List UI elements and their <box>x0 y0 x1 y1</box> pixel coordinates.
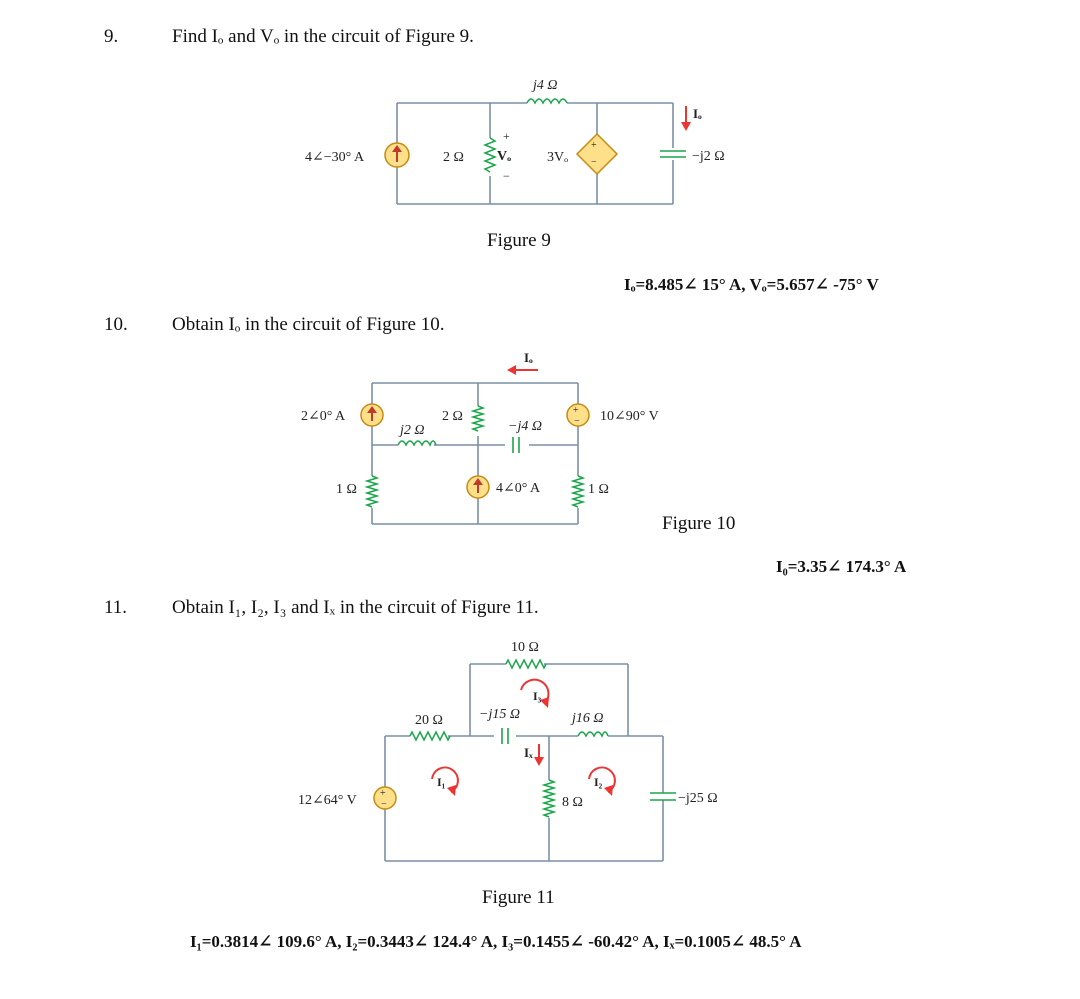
svg-text:+: + <box>380 788 386 799</box>
figure-10-caption: Figure 10 <box>662 513 736 534</box>
label-capacitor: −j2 Ω <box>692 149 725 164</box>
label-ix: Iₓ <box>524 745 533 760</box>
figure-9-caption: Figure 9 <box>487 230 551 251</box>
label-capacitor: −j4 Ω <box>508 419 542 434</box>
problem-question: Obtain Iₒ in the circuit of Figure 10. <box>172 314 445 335</box>
figure-11-caption: Figure 11 <box>482 887 555 908</box>
problem-10-answer: I₀=3.35∠ 174.3° A <box>776 557 907 576</box>
figure-10-circuit: + − <box>360 365 590 525</box>
svg-text:−: − <box>574 416 580 427</box>
label-cap25: −j25 Ω <box>678 791 718 806</box>
label-source1: 2∠0° A <box>301 409 346 424</box>
label-ind16: j16 Ω <box>570 711 604 726</box>
figure-10-labels: 2∠0° A j2 Ω 2 Ω 1 Ω Iₒ −j4 Ω 4∠0° A 10∠9… <box>301 350 659 497</box>
label-inductor: j2 Ω <box>398 423 425 438</box>
label-i2: I₂ <box>594 775 603 789</box>
label-r2: 1 Ω <box>336 482 357 497</box>
problem-number: 10. <box>104 314 128 335</box>
label-minus: − <box>503 169 510 183</box>
problem-number: 11. <box>104 597 128 618</box>
label-io: Iₒ <box>693 106 702 121</box>
label-i1: I₁ <box>437 775 446 789</box>
svg-text:+: + <box>591 140 597 151</box>
svg-text:−: − <box>381 799 387 810</box>
label-r1: 2 Ω <box>442 409 463 424</box>
label-cap15: −j15 Ω <box>479 707 520 722</box>
problem-question: Find Iₒ and Vₒ in the circuit of Figure … <box>172 26 474 47</box>
problem-question: Obtain I₁, I₂, I₃ and Iₓ in the circuit … <box>172 597 539 618</box>
label-dependent: 3Vₒ <box>547 150 568 165</box>
label-inductor: j4 Ω <box>531 78 558 93</box>
figure-9-circuit: + − <box>384 96 691 205</box>
label-r8: 8 Ω <box>562 795 583 810</box>
problem-number: 9. <box>104 26 119 47</box>
label-i3: I₃ <box>533 689 542 703</box>
problem-11-answer: I₁=0.3814∠ 109.6° A, I₂=0.3443∠ 124.4° A… <box>190 932 802 951</box>
label-io: Iₒ <box>524 350 533 365</box>
label-r10: 10 Ω <box>511 640 539 655</box>
label-source: 4∠−30° A <box>305 150 365 165</box>
label-r3: 1 Ω <box>588 482 609 497</box>
label-r1: 2 Ω <box>443 150 464 165</box>
figure-9-labels: 4∠−30° A 2 Ω + Vₒ − j4 Ω 3Vₒ Iₒ −j2 Ω <box>305 78 725 183</box>
label-r20: 20 Ω <box>415 713 443 728</box>
svg-text:+: + <box>573 405 579 416</box>
label-plus: + <box>503 129 510 143</box>
problem-9-answer: Iₒ=8.485∠ 15° A, Vₒ=5.657∠ -75° V <box>624 275 879 294</box>
label-source2: 4∠0° A <box>496 481 541 496</box>
label-vo: Vₒ <box>497 149 511 164</box>
figure-11-labels: 10 Ω I₃ 20 Ω −j15 Ω j16 Ω Iₓ I₁ I₂ 12∠64… <box>298 640 718 810</box>
label-source: 12∠64° V <box>298 793 357 808</box>
figure-11-circuit: + − <box>373 657 676 862</box>
label-vsource: 10∠90° V <box>600 409 659 424</box>
svg-text:−: − <box>591 157 597 168</box>
